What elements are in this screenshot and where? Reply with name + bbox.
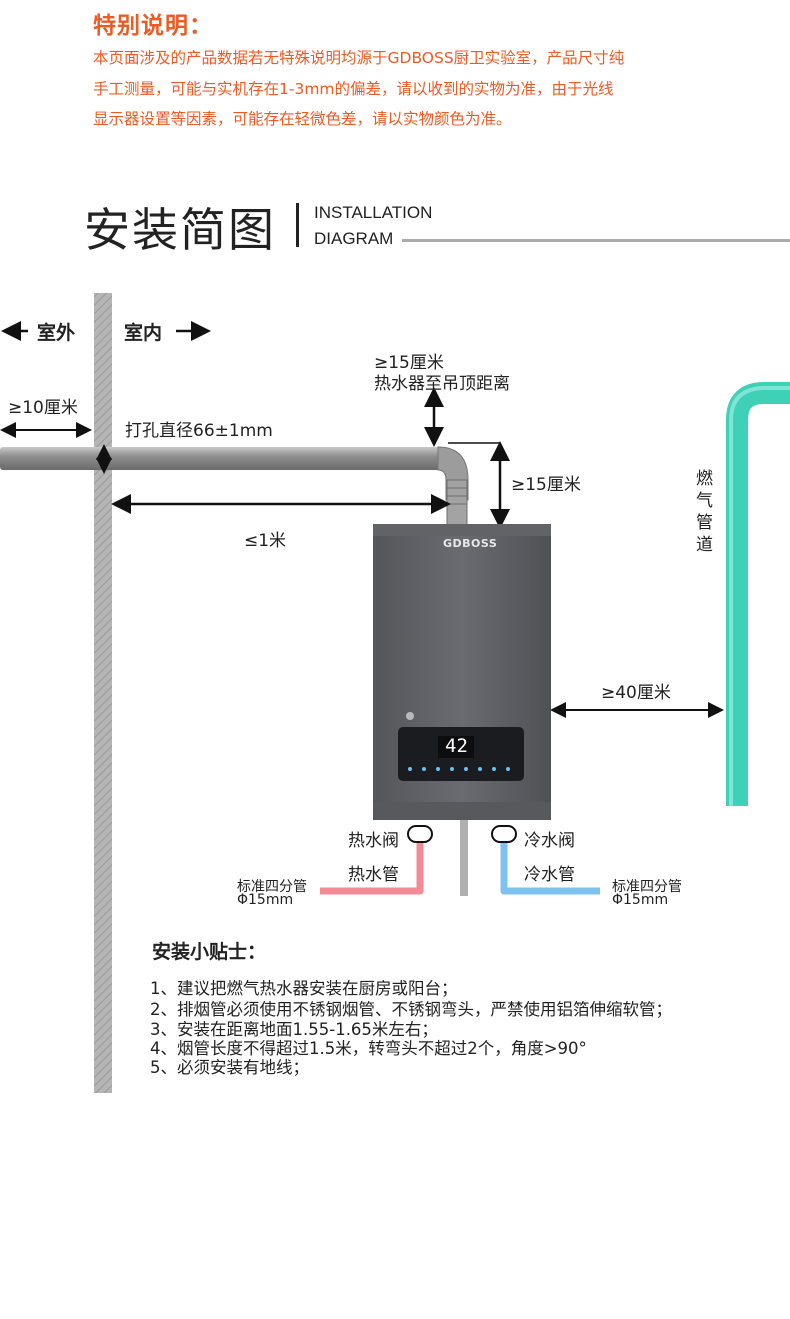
heater-brand-logo: GDBOSS — [443, 537, 498, 550]
hot-water-pipe — [320, 836, 424, 895]
heater-display-temp: 42 — [445, 735, 468, 757]
label-hot-pipe: 热水管 — [348, 865, 399, 885]
label-cold-pipe: 冷水管 — [524, 865, 575, 885]
section-en-line2: DIAGRAM — [314, 229, 394, 248]
wall — [94, 293, 112, 1093]
label-std-size-right: Φ15mm — [612, 892, 669, 908]
label-min-10cm: ≥10厘米 — [8, 398, 78, 418]
tip-item-4: 4、烟管长度不得超过1.5米，转弯头不超过2个，角度>90° — [150, 1039, 587, 1058]
notice-line-3: 显示器设置等因素，可能存在轻微色差，请以实物颜色为准。 — [93, 110, 512, 128]
tip-item-5: 5、必须安装有地线； — [150, 1058, 309, 1077]
section-en-line1: INSTALLATION — [314, 203, 433, 222]
label-outdoor: 室外 — [37, 322, 76, 344]
notice-title: 特别说明： — [93, 13, 213, 39]
cold-valve — [491, 825, 517, 843]
label-max-1m: ≤1米 — [244, 531, 287, 551]
label-gas-pipe: 燃气管道 — [696, 469, 713, 555]
tips-title: 安装小贴士： — [152, 941, 267, 963]
label-gas-gap: ≥40厘米 — [601, 683, 671, 703]
exhaust-pipe — [0, 447, 442, 470]
label-std-pipe-right: 标准四分管 — [612, 879, 682, 895]
section-rule — [402, 239, 790, 242]
center-pipe — [460, 820, 468, 896]
label-pipe-gap: ≥15厘米 — [511, 475, 581, 495]
exhaust-coupler — [446, 479, 468, 527]
section-divider — [296, 203, 299, 247]
label-std-pipe-left: 标准四分管 — [237, 879, 307, 895]
notice-line-1: 本页面涉及的产品数据若无特殊说明均源于GDBOSS厨卫实验室，产品尺寸纯 — [93, 49, 625, 67]
label-std-size-left: Φ15mm — [237, 892, 294, 908]
label-hole-diameter: 打孔直径66±1mm — [125, 421, 273, 441]
label-hot-valve: 热水阀 — [348, 831, 399, 851]
label-indoor: 室内 — [124, 322, 163, 344]
label-ceiling-desc: 热水器至吊顶距离 — [374, 374, 510, 394]
tip-item-1: 1、建议把燃气热水器安装在厨房或阳台； — [150, 979, 458, 998]
hot-valve — [407, 825, 433, 843]
tip-item-2: 2、排烟管必须使用不锈钢烟管、不锈钢弯头，严禁使用铝箔伸缩软管； — [150, 1000, 672, 1019]
notice-line-2: 手工测量，可能与实机存在1-3mm的偏差，请以收到的实物为准，由于光线 — [93, 80, 614, 98]
cold-water-pipe — [500, 836, 600, 895]
section-title: 安装简图 — [84, 203, 276, 257]
label-ceiling-gap: ≥15厘米 — [374, 353, 444, 373]
tip-item-3: 3、安装在距离地面1.55-1.65米左右； — [150, 1020, 438, 1039]
label-cold-valve: 冷水阀 — [524, 831, 575, 851]
